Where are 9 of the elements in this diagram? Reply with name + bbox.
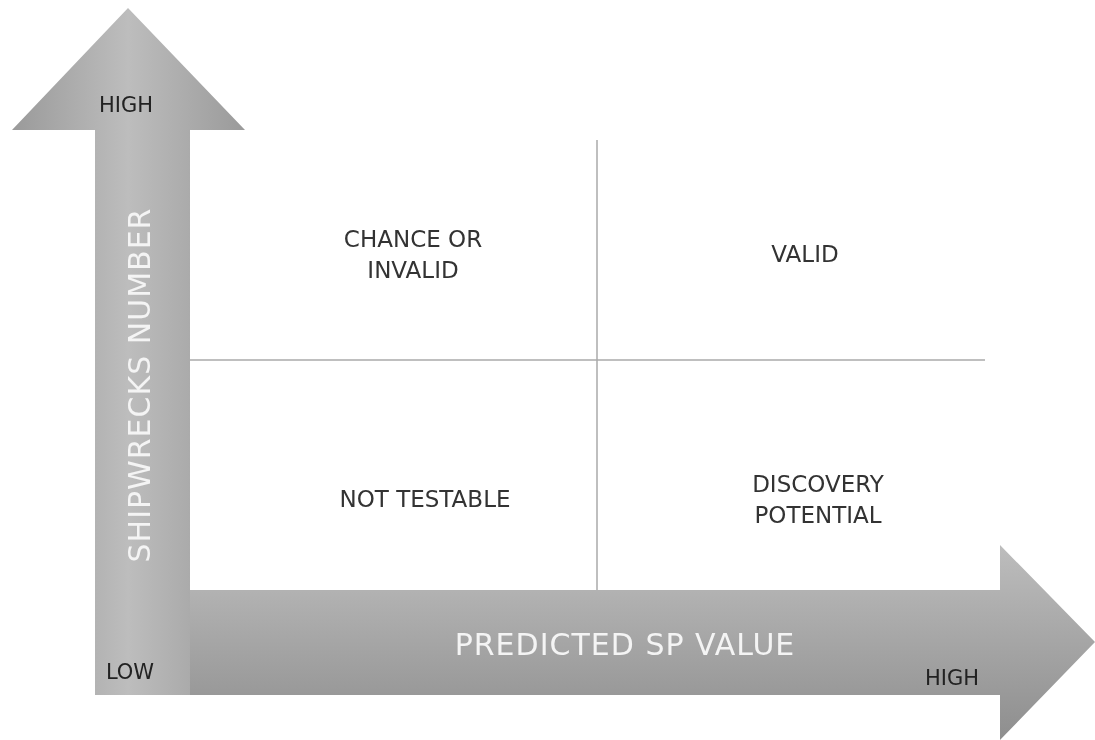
quadrant-label: DISCOVERY POTENTIAL (751, 469, 885, 530)
quadrant-label: CHANCE OR INVALID (342, 224, 484, 285)
quadrant-label: NOT TESTABLE (338, 485, 512, 515)
axis-title: PREDICTED SP VALUE (454, 625, 796, 664)
axis-label: HIGH (924, 664, 980, 692)
quadrant-label: VALID (770, 240, 840, 270)
axis-title: SHIPWRECKS NUMBER (120, 207, 158, 563)
axis-label: LOW (105, 658, 155, 686)
axis-label: HIGH (98, 91, 154, 119)
